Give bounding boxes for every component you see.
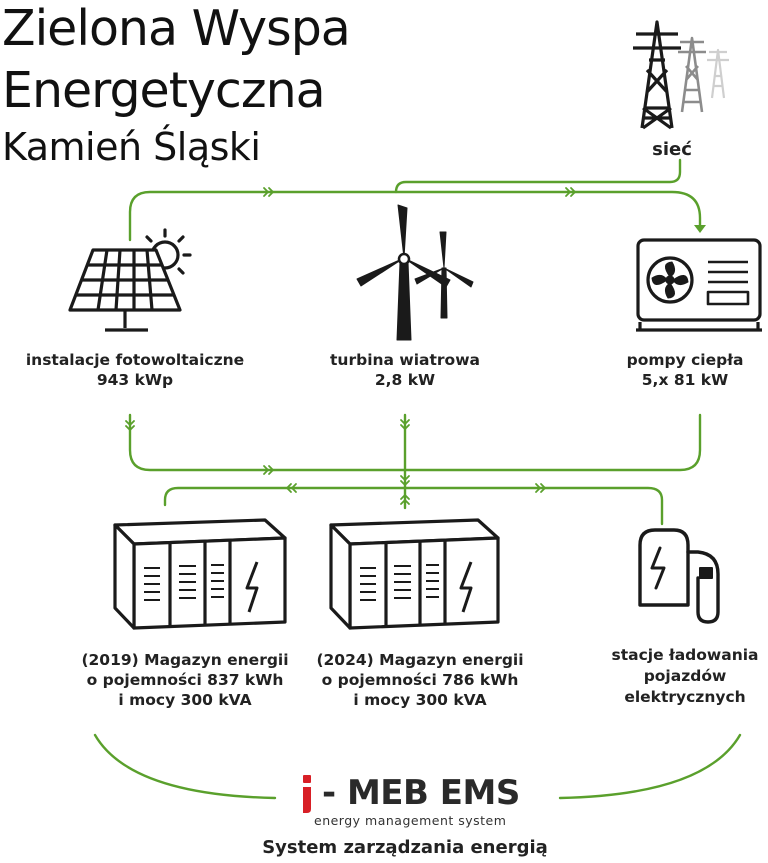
battery-container-icon-2024	[329, 518, 500, 630]
wind-turbine-icon	[356, 204, 474, 341]
pv-label-name: instalacje fotowoltaiczne	[25, 351, 245, 369]
ev-charger-icon	[638, 528, 720, 624]
storage-2024-label-line1: (2024) Magazyn energii	[316, 651, 524, 669]
wind-label-name: turbina wiatrowa	[330, 351, 480, 369]
storage-2024-label: (2024) Magazyn energii o pojemności 786 …	[300, 650, 540, 710]
wind-label: turbina wiatrowa 2,8 kW	[305, 350, 505, 390]
storage-2019-label-line3: i mocy 300 kVA	[118, 691, 252, 709]
arrow-into-heat-pump	[694, 225, 706, 233]
flow-middle-line	[128, 413, 702, 472]
title-line-2: Energetyczna	[2, 62, 326, 119]
solar-panel-icon	[68, 228, 192, 332]
ems-caption: System zarządzania energią	[262, 837, 548, 858]
ems-logo-i-mark	[303, 775, 311, 813]
title-line-1: Zielona Wyspa	[2, 0, 351, 57]
pv-label: instalacje fotowoltaiczne 943 kWp	[10, 350, 260, 390]
storage-2024-label-line3: i mocy 300 kVA	[353, 691, 487, 709]
flow-ems-arc-right	[558, 733, 742, 800]
flow-lines	[93, 158, 742, 800]
storage-2019-label-line2: o pojemności 837 kWh	[86, 671, 284, 689]
grid-label: sieć	[652, 139, 692, 160]
wind-label-capacity: 2,8 kW	[374, 371, 436, 389]
ems-logo-text: - MEB EMS	[322, 773, 520, 813]
pv-label-capacity: 943 kWp	[96, 371, 174, 389]
ems-logo-subtext: energy management system	[314, 813, 507, 828]
heat-pump-label: pompy ciepła 5,x 81 kW	[610, 350, 760, 390]
ev-charging-label: stacje ładowania pojazdów elektrycznych	[600, 645, 768, 708]
flow-top-line	[128, 190, 702, 242]
ems-logo: - MEB EMS energy management system	[300, 773, 560, 833]
storage-2019-label: (2019) Magazyn energii o pojemności 837 …	[65, 650, 305, 710]
ev-charging-label-line3: elektrycznych	[624, 688, 746, 706]
heat-pump-icon	[636, 238, 762, 332]
flow-grid-drop	[394, 158, 682, 194]
battery-container-icon-2019	[113, 518, 287, 630]
flow-storage-line	[163, 486, 664, 526]
heat-pump-label-name: pompy ciepła	[626, 351, 744, 369]
ev-charging-label-line2: pojazdów	[643, 667, 727, 685]
ev-charging-label-line1: stacje ładowania	[611, 646, 759, 664]
heat-pump-label-capacity: 5,x 81 kW	[641, 371, 729, 389]
power-pylon-icon	[633, 20, 729, 130]
title-line-3: Kamień Śląski	[2, 125, 261, 169]
storage-2024-label-line2: o pojemności 786 kWh	[321, 671, 519, 689]
storage-2019-label-line1: (2019) Magazyn energii	[81, 651, 289, 669]
flow-ems-arc-left	[93, 733, 277, 800]
flow-chevrons	[125, 187, 576, 505]
